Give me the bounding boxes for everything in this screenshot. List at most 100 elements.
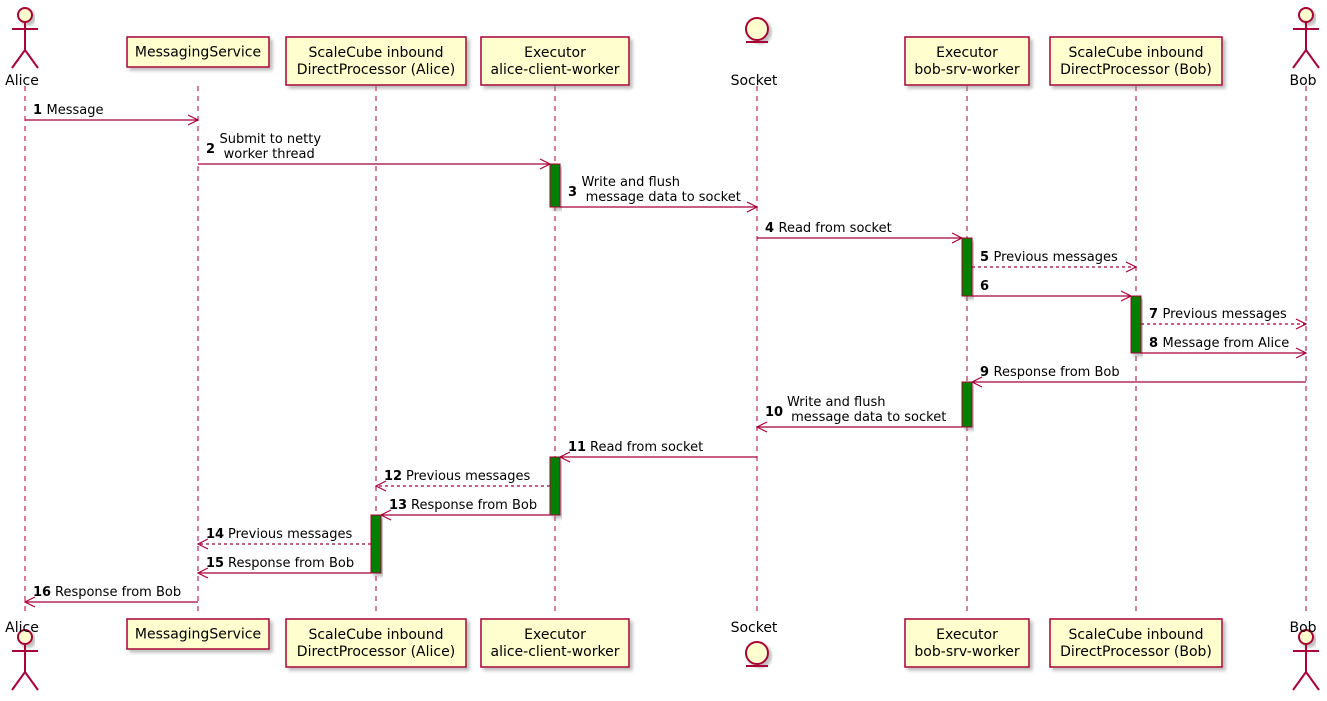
activation-bar-exa	[549, 163, 561, 208]
message-number: 3	[568, 185, 577, 200]
message-14: 14 Previous messages	[196, 527, 371, 550]
participant-box-exa	[480, 618, 630, 668]
message-number: 16	[33, 585, 51, 600]
message-number: 14	[206, 527, 224, 542]
message-16: 16 Response from Bob	[23, 585, 198, 608]
message-number: 11	[568, 440, 586, 455]
participant-box-exb	[904, 36, 1030, 86]
message-number: 15	[206, 556, 224, 571]
message-label: Response from Bob	[994, 365, 1120, 380]
actor-icon	[1292, 629, 1320, 691]
message-label: Write and flush message data to socket	[787, 395, 946, 425]
participant-label-bob: Bob	[1289, 73, 1316, 89]
message-label: Read from socket	[590, 440, 703, 455]
activation-bar-exb	[961, 237, 973, 297]
participant-box-ms	[126, 618, 270, 650]
message-number: 10	[765, 405, 783, 420]
arrowhead-icon	[539, 158, 552, 170]
message-label: Response from Bob	[411, 498, 537, 513]
activation-bar-exa	[549, 456, 561, 516]
arrowhead-icon	[951, 232, 964, 244]
message-1: 1 Message	[25, 103, 200, 126]
message-6: 6	[972, 279, 1133, 302]
message-3: 3 Write and flush message data to socket	[560, 175, 759, 213]
activation-bar-exb	[961, 381, 973, 428]
participant-box-ms	[126, 36, 270, 68]
actor-icon	[11, 7, 39, 69]
message-label: Submit to netty worker thread	[220, 132, 322, 162]
participant-label-ms: MessagingService	[135, 627, 261, 643]
arrowhead-icon	[196, 538, 209, 550]
message-number: 13	[389, 498, 407, 513]
arrowhead-icon	[23, 596, 36, 608]
message-11: 11 Read from socket	[558, 440, 757, 463]
arrowhead-icon	[970, 376, 983, 388]
message-9: 9 Response from Bob	[970, 365, 1306, 388]
arrowhead-icon	[1295, 318, 1308, 330]
message-number: 6	[980, 279, 989, 294]
participant-label-socket: Socket	[731, 73, 778, 89]
participant-box-dpb	[1049, 618, 1223, 668]
arrowhead-icon	[1295, 347, 1308, 359]
message-10: 10 Write and flush message data to socket	[755, 395, 962, 433]
arrowhead-icon	[1125, 261, 1138, 273]
arrowhead-icon	[379, 509, 392, 521]
message-number: 4	[765, 221, 774, 236]
arrowhead-icon	[374, 480, 387, 492]
participant-label-alice: Alice	[5, 620, 39, 636]
entity-icon	[745, 641, 769, 667]
actor-icon	[11, 629, 39, 691]
message-label: Previous messages	[406, 469, 530, 484]
entity-icon	[745, 17, 769, 43]
message-label: Message	[47, 103, 104, 118]
message-7: 7 Previous messages	[1141, 307, 1308, 330]
activation-bar-dpb	[1130, 295, 1142, 354]
participant-box-dpa	[285, 618, 467, 668]
participant-box-dpb	[1049, 36, 1223, 86]
message-15: 15 Response from Bob	[196, 556, 371, 579]
message-label: Write and flush message data to socket	[582, 175, 741, 205]
arrowhead-icon	[1120, 290, 1133, 302]
message-12: 12 Previous messages	[374, 469, 550, 492]
message-13: 13 Response from Bob	[379, 498, 550, 521]
arrowhead-icon	[558, 451, 571, 463]
participant-label-ms: MessagingService	[135, 45, 261, 61]
message-label: Previous messages	[1163, 307, 1287, 322]
activation-bar-dpa	[370, 514, 382, 574]
message-label: Response from Bob	[228, 556, 354, 571]
message-8: 8 Message from Alice	[1141, 336, 1308, 359]
message-number: 1	[33, 103, 42, 118]
participant-label-bob: Bob	[1289, 620, 1316, 636]
participant-box-dpa	[285, 36, 467, 86]
message-number: 12	[384, 469, 402, 484]
message-label: Read from socket	[779, 221, 892, 236]
message-4: 4 Read from socket	[757, 221, 964, 244]
participant-label-alice: Alice	[5, 73, 39, 89]
message-number: 2	[206, 142, 215, 157]
participant-box-exb	[904, 618, 1030, 668]
arrowhead-icon	[755, 421, 768, 433]
message-label: Previous messages	[994, 250, 1118, 265]
message-number: 8	[1149, 336, 1158, 351]
message-label: Previous messages	[228, 527, 352, 542]
arrowhead-icon	[196, 567, 209, 579]
participant-box-exa	[480, 36, 630, 86]
arrowhead-icon	[746, 201, 759, 213]
arrowhead-icon	[187, 114, 200, 126]
message-number: 9	[980, 365, 989, 380]
participants: AliceAliceMessagingServiceMessagingServi…	[5, 7, 1320, 691]
participant-label-socket: Socket	[731, 620, 778, 636]
message-label: Response from Bob	[55, 585, 181, 600]
message-label: Message from Alice	[1163, 336, 1290, 351]
message-number: 7	[1149, 307, 1158, 322]
